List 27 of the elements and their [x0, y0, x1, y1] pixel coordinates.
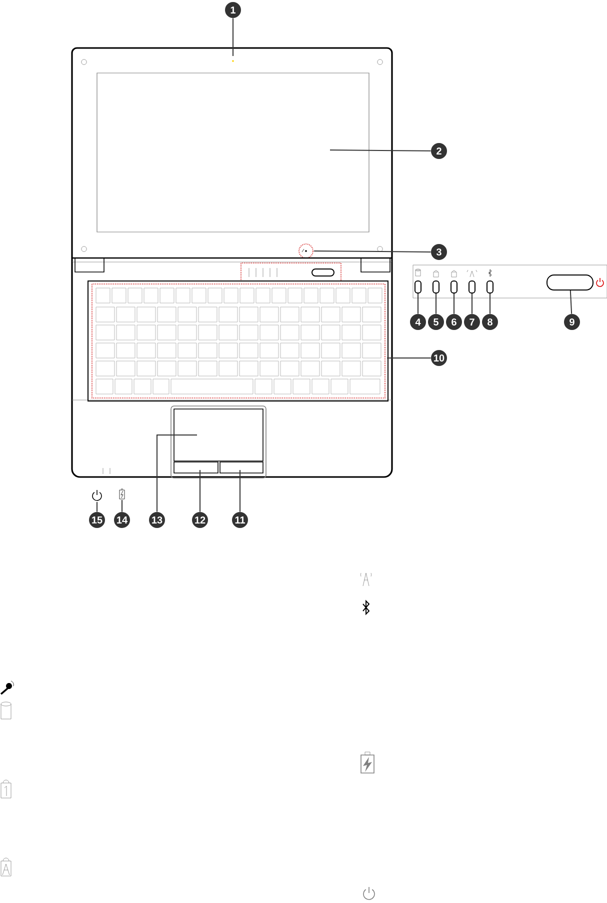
callout-number: 6 — [446, 314, 462, 330]
callout-number: 8 — [482, 314, 498, 330]
leader-line — [156, 434, 198, 512]
callout-number: 14 — [114, 512, 130, 528]
leader-line — [570, 290, 572, 314]
callout-number: 4 — [410, 314, 426, 330]
indicator-light — [486, 280, 494, 294]
indicator-light — [432, 280, 440, 294]
leader-line — [96, 502, 98, 512]
indicator-light — [450, 280, 458, 294]
indicator-light — [468, 280, 476, 294]
indicator-light — [414, 280, 422, 294]
callout-number: 12 — [192, 512, 208, 528]
callout-number: 3 — [431, 244, 447, 260]
callout-number: 9 — [564, 314, 580, 330]
callout-number: 2 — [431, 143, 447, 159]
power-button — [546, 274, 594, 290]
callout-number: 11 — [232, 512, 248, 528]
leader-line — [314, 250, 432, 252]
callout-number: 1 — [225, 2, 241, 18]
leader-line — [330, 150, 432, 152]
callout-number: 13 — [149, 512, 165, 528]
callout-number: 15 — [89, 512, 105, 528]
callout-number: 5 — [428, 314, 444, 330]
callout-number: 7 — [464, 314, 480, 330]
leader-line — [232, 18, 234, 57]
callout-number: 10 — [431, 350, 447, 366]
